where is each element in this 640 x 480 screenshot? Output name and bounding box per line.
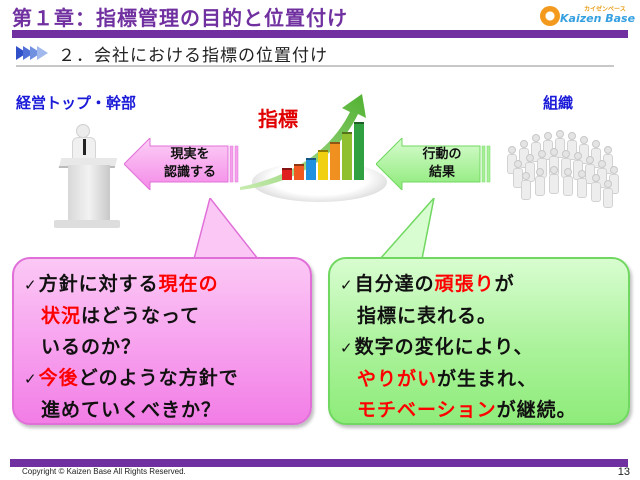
crowd-icon xyxy=(500,128,625,210)
bubble-text: いるのか？ xyxy=(41,336,142,358)
bubble-line: モチベーションが継続。 xyxy=(340,395,618,426)
triple-arrow-bullet-icon xyxy=(16,46,48,60)
organization-label: 組織 xyxy=(543,94,574,112)
bubble-line: 指標に表れる。 xyxy=(340,301,618,332)
bubble-text: 自分達の xyxy=(354,273,435,295)
action-result-arrow: 行動の 結果 xyxy=(376,138,494,190)
highlighted-text: やりがい xyxy=(357,368,438,390)
pink-bubble-tail xyxy=(193,198,260,260)
left-arrow-green-icon xyxy=(376,138,491,190)
organization-perspective-bubble: ✓自分達の頑張りが指標に表れる。✓数字の変化により、やりがいが生まれ、モチベーシ… xyxy=(328,257,630,425)
highlighted-text: 今後 xyxy=(38,367,79,389)
bubble-text: 数字の変化により、 xyxy=(354,336,534,358)
section-underline xyxy=(16,65,614,67)
bubble-line: いるのか？ xyxy=(24,332,300,363)
highlighted-text: 頑張り xyxy=(434,273,495,295)
copyright-text: Copyright © Kaizen Base All Rights Reser… xyxy=(22,467,186,476)
bubble-text: どのような方針で xyxy=(78,367,239,389)
recognize-reality-text: 現実を 認識する xyxy=(163,147,216,180)
bubble-line: ✓方針に対する現在の xyxy=(24,269,300,301)
management-perspective-bubble: ✓方針に対する現在の状況はどうなっているのか？✓今後どのような方針で進めていくべ… xyxy=(12,257,312,425)
bubble-line: ✓今後どのような方針で xyxy=(24,363,300,395)
highlighted-text: 状況 xyxy=(41,305,82,327)
logo-name: Kaizen Base xyxy=(560,12,636,25)
chapter-title: 第１章：指標管理の目的と位置付け xyxy=(12,6,348,30)
footer-divider-bar xyxy=(10,459,628,467)
checkmark-icon: ✓ xyxy=(340,276,354,294)
bubble-text: はどうなって xyxy=(81,305,201,327)
logo-kana: カイゼンベース xyxy=(584,6,626,13)
rising-bar-chart-icon xyxy=(240,92,390,222)
bubble-text: 指標に表れる。 xyxy=(357,305,498,327)
bubble-line: やりがいが生まれ、 xyxy=(340,364,618,395)
kaizen-base-logo: カイゼンベース Kaizen Base xyxy=(540,4,635,28)
podium-speaker-icon xyxy=(40,120,150,230)
green-bubble-tail xyxy=(378,198,435,260)
checkmark-icon: ✓ xyxy=(340,339,354,357)
bubble-line: 進めていくべきか？ xyxy=(24,395,300,426)
bubble-text: が xyxy=(494,273,515,295)
bubble-text: が生まれ、 xyxy=(437,368,538,390)
action-result-text: 行動の 結果 xyxy=(422,147,462,180)
header-divider-bar xyxy=(12,30,628,38)
gear-logo-icon xyxy=(540,6,560,26)
management-label: 経営トップ・幹部 xyxy=(16,94,137,112)
highlighted-text: 現在の xyxy=(158,273,219,295)
bubble-line: ✓自分達の頑張りが xyxy=(340,269,618,301)
bubble-text: 方針に対する xyxy=(38,273,159,295)
bubble-text: が継続。 xyxy=(496,399,577,421)
recognize-reality-arrow: 現実を 認識する xyxy=(124,138,242,190)
bubble-line: 状況はどうなって xyxy=(24,301,300,332)
bubble-line: ✓数字の変化により、 xyxy=(340,332,618,364)
checkmark-icon: ✓ xyxy=(24,370,38,388)
indicator-label: 指標 xyxy=(258,107,298,131)
page-number: 13 xyxy=(617,466,630,478)
section-heading: ２．会社における指標の位置付け xyxy=(16,40,328,66)
highlighted-text: モチベーション xyxy=(357,399,497,421)
left-arrow-pink-icon xyxy=(124,138,239,190)
bubble-text: 進めていくべきか？ xyxy=(41,399,222,421)
checkmark-icon: ✓ xyxy=(24,276,38,294)
section-title: ２．会社における指標の位置付け xyxy=(58,45,328,66)
